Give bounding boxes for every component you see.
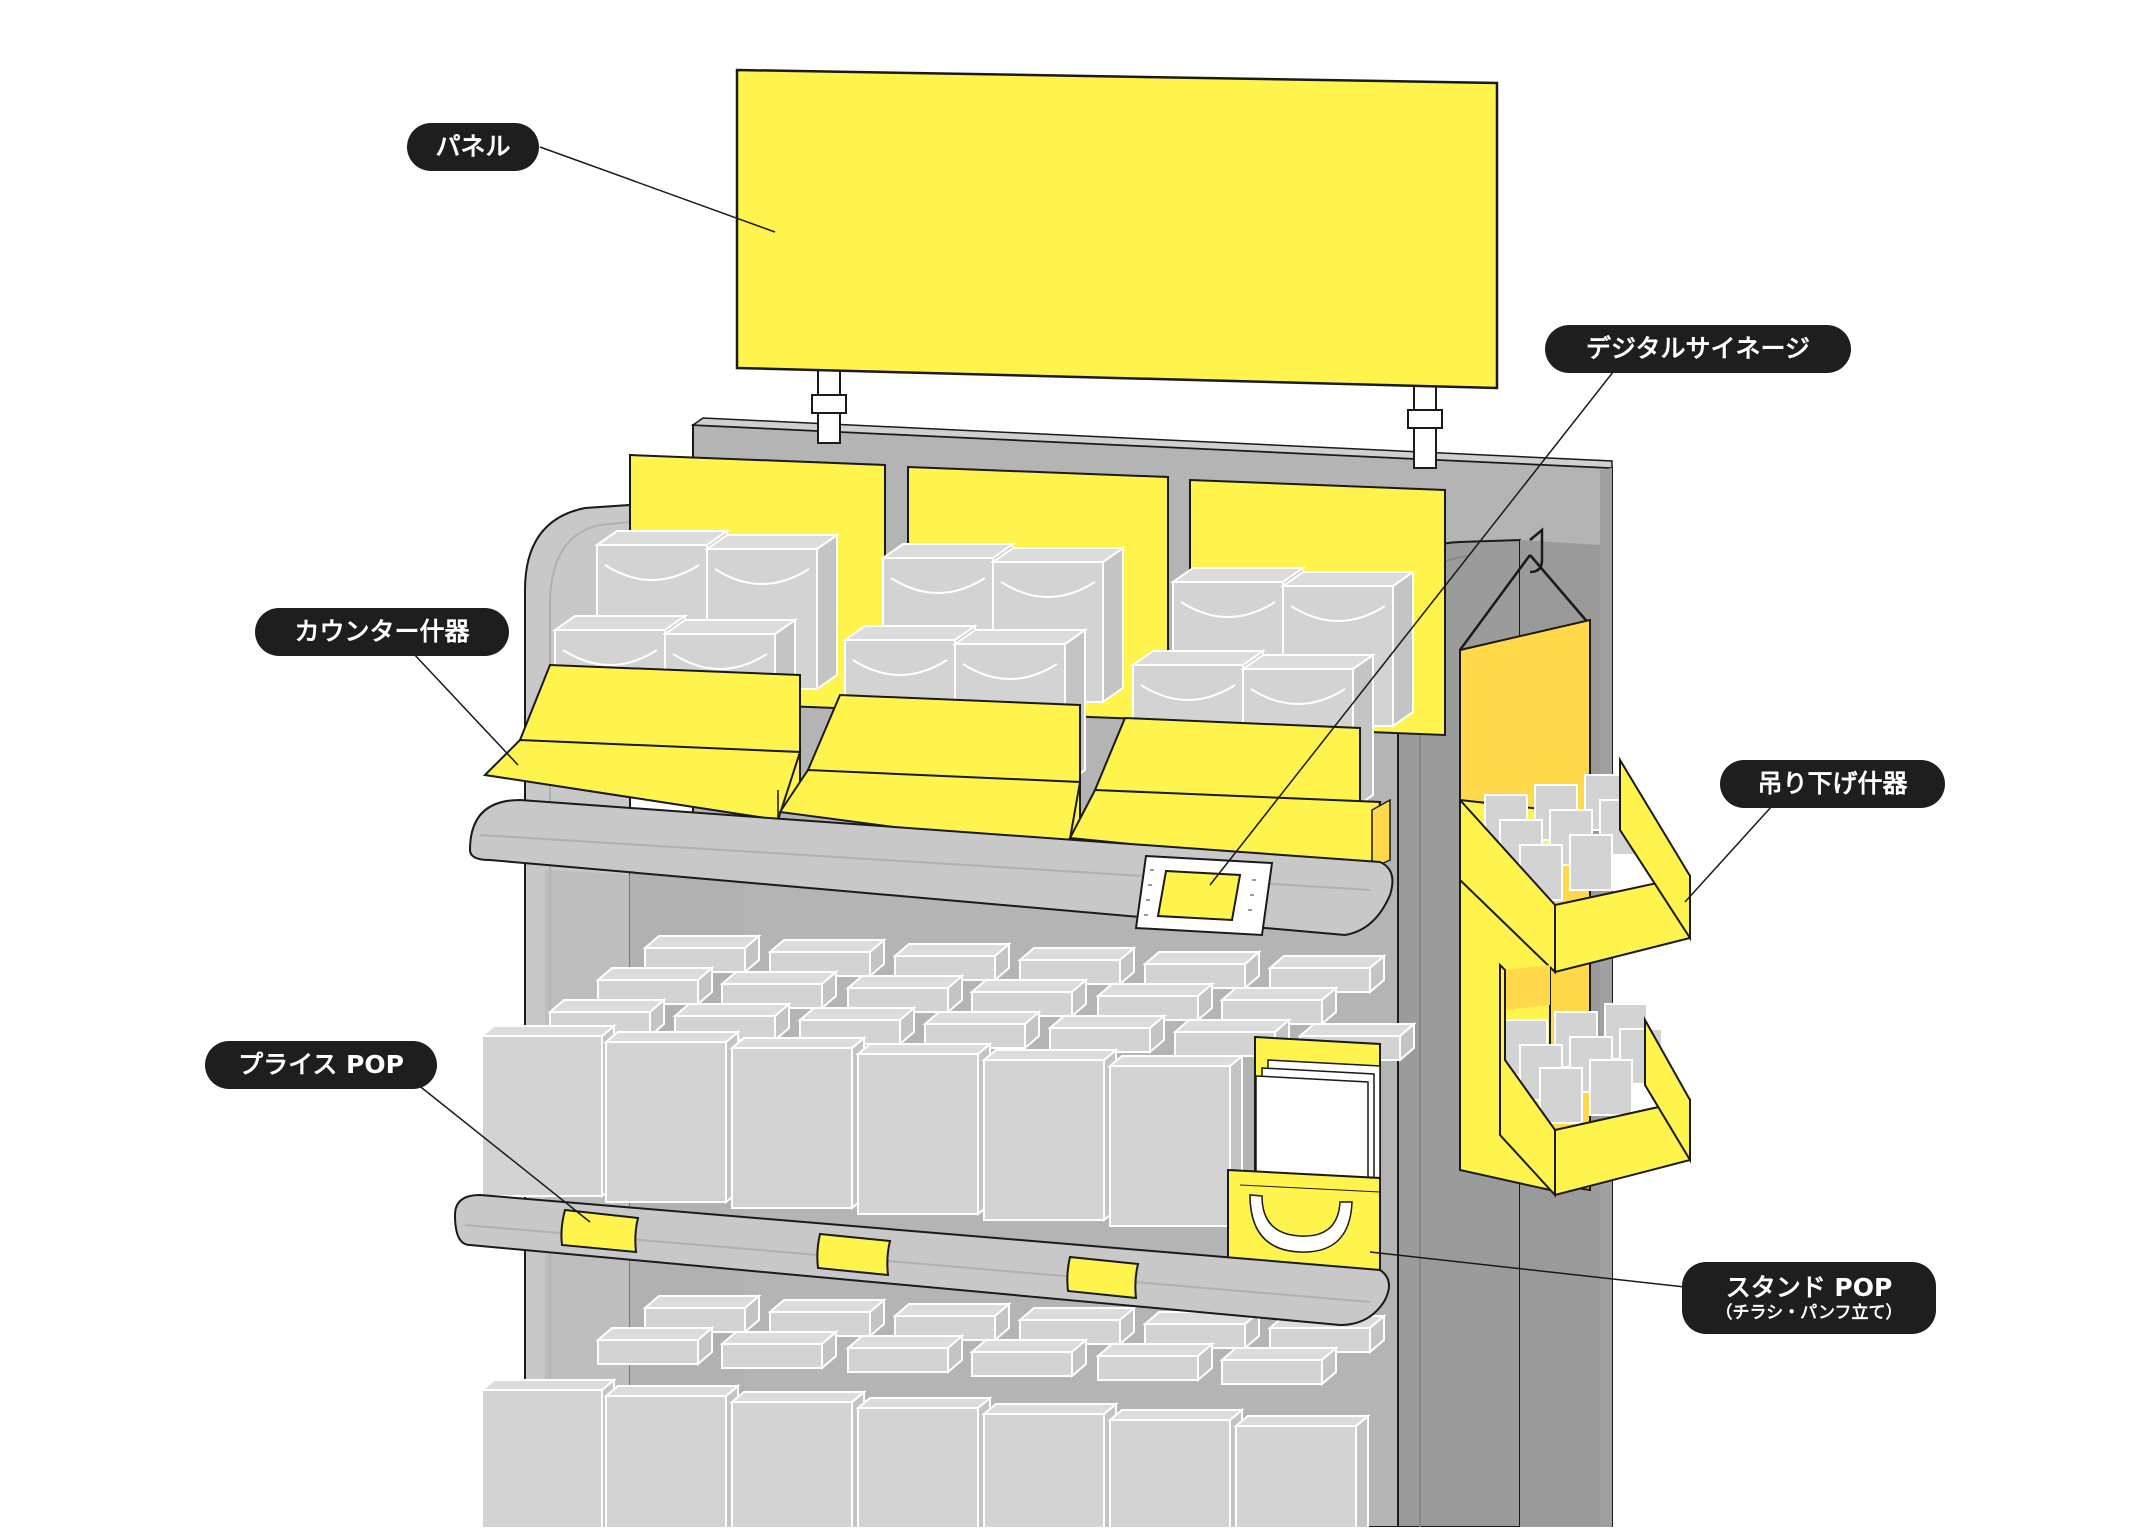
label-digital-signage-text: デジタルサイネージ (1585, 334, 1810, 363)
price-pop-2 (816, 1232, 892, 1277)
leader-hanging-fixture (1684, 805, 1773, 903)
label-hanging-fixture: 吊り下げ什器 (1720, 760, 1945, 808)
leader-digital-signage (1209, 366, 1618, 886)
hanging-fixture (1458, 527, 1691, 1198)
counter-fixture-center (778, 465, 1169, 852)
counter-fixture-right (1068, 478, 1446, 870)
label-panel-text: パネル (435, 132, 511, 161)
leader-panel (539, 146, 776, 233)
label-stand-pop: スタンド POP （チラシ・パンフ立て） (1682, 1262, 1936, 1334)
leader-counter-fixture (411, 651, 519, 766)
label-price-pop: プライス POP (205, 1041, 437, 1089)
label-stand-pop-text: スタンド POP (1725, 1273, 1893, 1302)
label-stand-pop-subtext: （チラシ・パンフ立て） (1715, 1303, 1903, 1323)
price-pop-1 (560, 1208, 640, 1254)
label-price-pop-text: プライス POP (238, 1050, 404, 1079)
digital-signage (1134, 854, 1274, 937)
stand-pop (1227, 1035, 1381, 1280)
label-counter-fixture-text: カウンター什器 (294, 617, 470, 646)
leader-stand-pop (1369, 1251, 1713, 1291)
label-hanging-fixture-text: 吊り下げ什器 (1757, 769, 1908, 798)
counter-fixture-left (482, 453, 886, 822)
label-panel: パネル (407, 123, 539, 171)
price-pop-3 (1066, 1255, 1140, 1300)
leader-price-pop (411, 1079, 591, 1223)
label-counter-fixture: カウンター什器 (255, 608, 509, 656)
top-panel (735, 68, 1499, 469)
label-digital-signage: デジタルサイネージ (1545, 325, 1851, 373)
panel-board (735, 68, 1499, 390)
leader-lines (411, 146, 1773, 1291)
